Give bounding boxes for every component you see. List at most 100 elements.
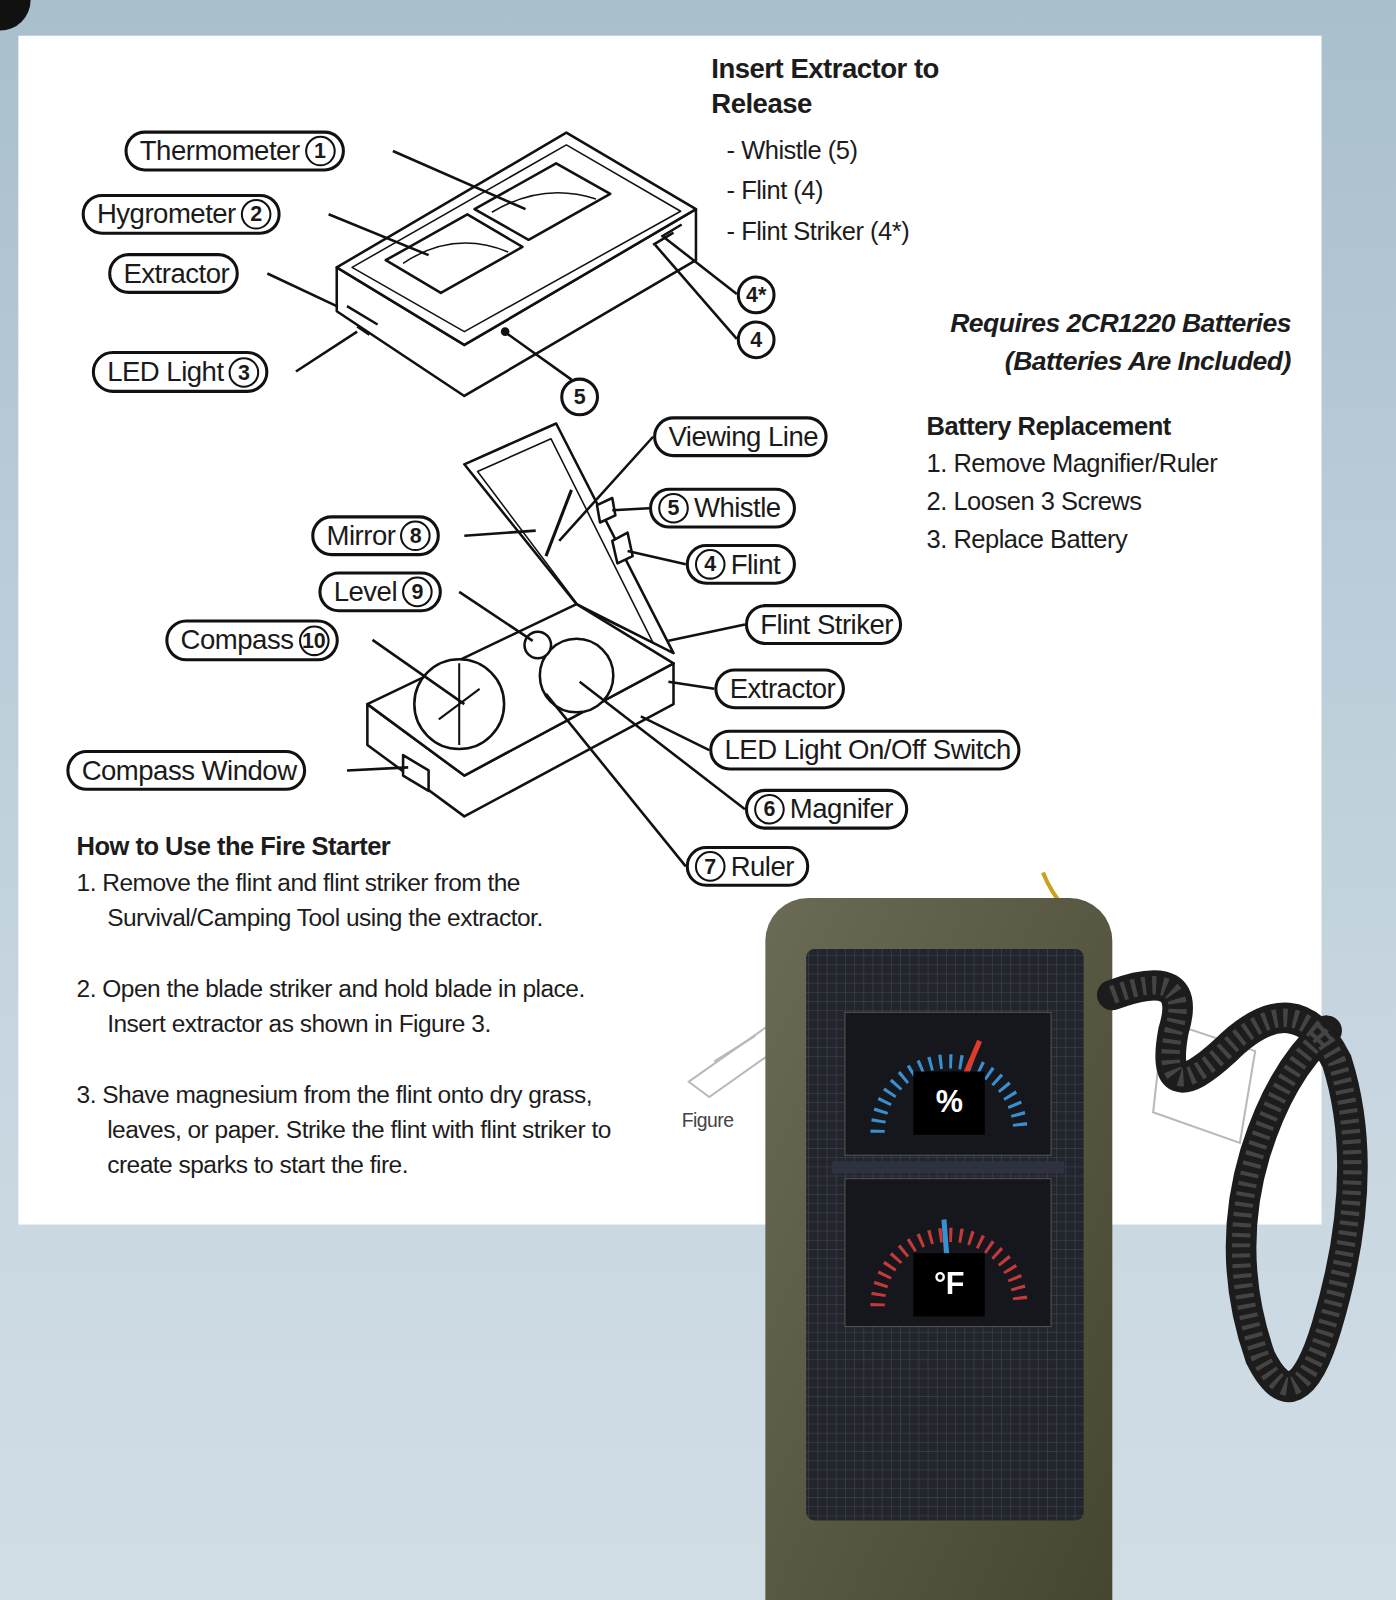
callout-circle: 5: [560, 378, 599, 417]
callout-pill: Compass Window: [66, 750, 305, 791]
gauge-center: [913, 1253, 984, 1316]
callout-number: 10: [299, 625, 330, 656]
text-label: %: [918, 1084, 979, 1120]
text-label: How to Use the Fire Starter: [77, 829, 391, 865]
callout-pill: Level9: [318, 571, 442, 612]
leader-line: [267, 273, 336, 306]
leader-line: [393, 151, 526, 209]
level: [525, 632, 552, 659]
thermometer-window: [475, 163, 611, 240]
text-label: 2. Loosen 3 Screws: [927, 484, 1142, 520]
callout-pill: Hygrometer2: [82, 194, 281, 235]
part-name: Thermometer: [140, 135, 300, 167]
part-name: Ruler: [731, 851, 794, 883]
flint: [612, 533, 632, 564]
tool-detail: [653, 225, 682, 245]
lanyard: [1112, 985, 1352, 1386]
leader-line: [464, 531, 535, 536]
part-name: Viewing Line: [668, 421, 818, 453]
part-name: Level: [334, 576, 397, 608]
text-label: Battery Replacement: [927, 408, 1171, 444]
callout-pill: Mirror8: [311, 515, 440, 556]
text-label: - Flint Striker (4*): [727, 213, 910, 249]
text-label: 3. Replace Battery: [927, 521, 1128, 557]
callout-pill: 5Whistle: [649, 488, 796, 529]
part-name: LED Light On/Off Switch: [725, 734, 1011, 766]
leader-line: [507, 334, 571, 380]
part-name: Mirror: [327, 520, 396, 552]
tool-detail: [347, 306, 378, 335]
leader-line: [296, 332, 357, 372]
part-name: Flint Striker: [760, 609, 893, 641]
callout-number: 2: [241, 199, 272, 230]
part-name: LED Light: [107, 356, 223, 388]
leader-line: [641, 716, 709, 750]
device-body: [765, 898, 1112, 1600]
callout-number: 6: [754, 794, 785, 825]
open-tool: [367, 423, 673, 816]
callout-number: 5: [658, 493, 689, 524]
gauge-divider: [832, 1161, 1065, 1173]
callout-pill: 6Magnifer: [745, 789, 908, 830]
text-label: 2. Open the blade striker and hold blade…: [77, 971, 648, 1040]
callout-number: 4: [750, 328, 762, 352]
lanyard-braid: [1112, 985, 1352, 1386]
part-name: Compass: [181, 625, 294, 657]
callout-pill: Thermometer1: [124, 131, 344, 172]
callout-pill: Extractor: [108, 253, 238, 294]
corner-dot: [0, 0, 31, 31]
part-name: Whistle: [694, 492, 781, 524]
base-top: [367, 604, 673, 775]
callout-number: 8: [401, 520, 432, 551]
callout-pill: 4Flint: [686, 544, 796, 585]
text-label: - Flint (4): [727, 172, 823, 208]
leader-line: [628, 551, 686, 564]
callout-number: 7: [695, 851, 726, 882]
leader-lines: [267, 151, 745, 866]
leader-line: [347, 767, 408, 770]
part-name: Extractor: [123, 258, 229, 290]
callout-pill: Compass10: [165, 619, 338, 661]
text-label: 3. Shave magnesium from the flint onto d…: [77, 1078, 648, 1182]
callout-number: 4: [695, 549, 726, 580]
callout-number: 1: [305, 136, 336, 167]
callout-number: 3: [229, 357, 260, 388]
closed-tool: [337, 133, 696, 396]
part-name: Extractor: [730, 673, 836, 705]
callout-pill: 7Ruler: [686, 846, 810, 887]
text-label: 1. Remove Magnifier/Ruler: [927, 446, 1218, 482]
leader-line: [668, 625, 745, 641]
callout-number: 5: [574, 385, 586, 409]
callout-pill: Extractor: [714, 668, 844, 709]
hygrometer-gauge: [845, 1012, 1051, 1155]
callout-pill: Flint Striker: [745, 604, 902, 645]
part-name: Flint: [731, 549, 781, 581]
thermometer-gauge: [845, 1179, 1051, 1327]
device-panel: [806, 949, 1084, 1520]
viewing-line: [546, 490, 572, 556]
compass: [414, 659, 504, 749]
leader-line: [459, 592, 532, 641]
leader-line: [612, 508, 649, 510]
callout-pill: LED Light3: [92, 351, 269, 393]
leader-line: [668, 682, 714, 689]
part-name: Compass Window: [82, 755, 297, 787]
figure-sketch: [714, 1036, 755, 1062]
callout-number: 4*: [746, 283, 766, 307]
part-name: Hygrometer: [97, 198, 236, 230]
text-label: °F: [918, 1265, 979, 1301]
leader-line: [655, 245, 737, 339]
dial: [403, 243, 508, 263]
text-label: 1. Remove the flint and flint striker fr…: [77, 865, 648, 934]
text-label: Figure: [682, 1102, 734, 1138]
text-label: Requires 2CR1220 Batteries (Batteries Ar…: [862, 303, 1291, 381]
text-label: - Whistle (5): [727, 133, 858, 169]
callout-number: 9: [402, 577, 433, 608]
leader-line: [329, 214, 429, 255]
callout-circle: 4*: [737, 276, 776, 315]
leader-line: [372, 640, 464, 704]
gauge-ticks: [878, 1235, 1021, 1306]
part-name: Magnifer: [790, 793, 893, 825]
